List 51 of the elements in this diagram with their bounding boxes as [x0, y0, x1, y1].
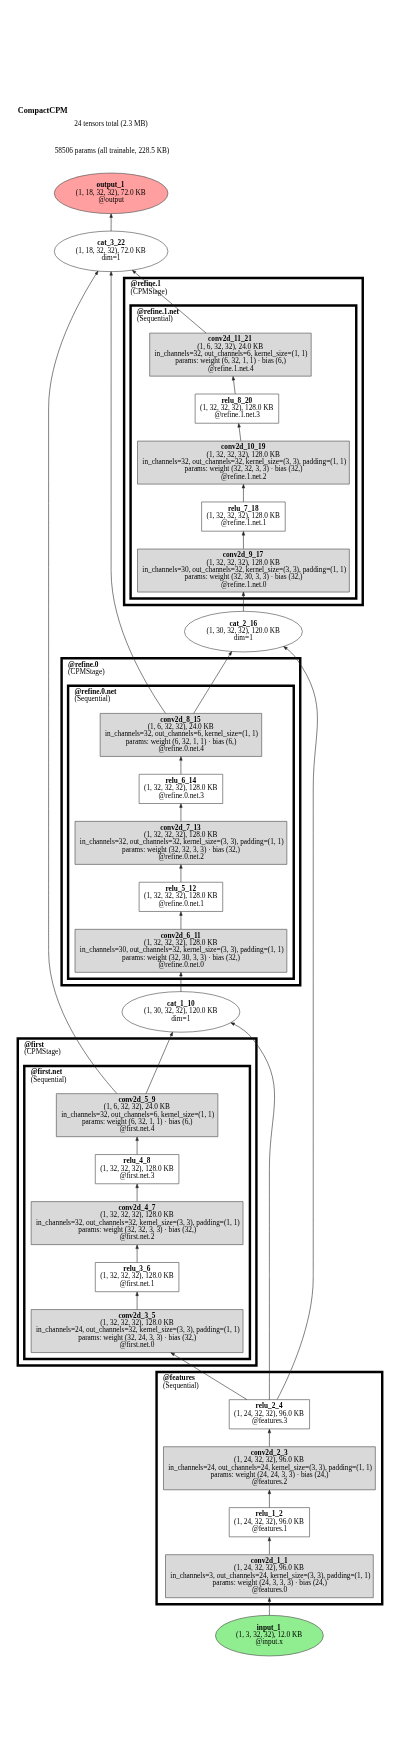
node-box: relu_2_4 (1, 24, 32, 32), 96.0 KB @features.3: [228, 1399, 310, 1430]
diagram-title: CompactCPM: [17, 106, 68, 116]
node-box: conv2d_3_5 (1, 32, 32, 32), 128.0 KB in_channels=24, out_channels=32, kernel_size=(3, 3), padding=(1, 1) params: weight (32, 24, 3, 3) · bias (32,) @first.net.0: [30, 1309, 244, 1353]
node-box: conv2d_4_7 (1, 32, 32, 32), 128.0 KB in_channels=32, out_channels=32, kernel_size=(3, 3), padding=(1, 1) params: weight (32, 32, 3, 3) · bias (32,) @first.net.2: [30, 1201, 244, 1245]
arrow: [179, 803, 183, 822]
node-box: conv2d_1_1 (1, 24, 32, 32), 96.0 KB in_channels=3, out_channels=24, kernel_size=(3, 3), padding=(1, 1) params: weight (24, 3, 3, 3) · bias (24,) @features.0: [165, 1554, 374, 1599]
arrow: [231, 376, 236, 395]
node-box: conv2d_9_17 (1, 32, 32, 32), 128.0 KB in_channels=30, out_channels=32, kernel_size=(3, 3), padding=(1, 1) params: weight (32, 30, 3, 3) · bias (32,) @refine.1.net.0: [137, 548, 350, 593]
arrow: [241, 531, 245, 550]
node-box: conv2d_6_11 (1, 32, 32, 32), 128.0 KB in_channels=30, out_channels=32, kernel_size=(3, 3), padding=(1, 1) params: weight (32, 30, 3, 3) · bias (32,) @refine.0.net.0: [74, 929, 288, 973]
arrow: [230, 1022, 275, 1400]
node-box: relu_7_18 (1, 32, 32, 32), 128.0 KB @refine.1.net.1: [201, 501, 286, 532]
node-ellipse: input_1 (1, 3, 32, 32), 12.0 KB @input.x: [215, 1615, 324, 1657]
arrow: [241, 484, 245, 502]
arrow: [135, 1136, 139, 1155]
arrow: [109, 213, 113, 232]
arrow: [237, 423, 242, 442]
node-box: conv2d_7_13 (1, 32, 32, 32), 128.0 KB in_channels=32, out_channels=32, kernel_size=(3, 3), padding=(1, 1) params: weight (32, 32, 3, 3) · bias (32,) @refine.0.net.2: [74, 821, 288, 865]
node-box: relu_6_14 (1, 32, 32, 32), 128.0 KB @refine.0.net.3: [138, 773, 224, 804]
arrow: [109, 271, 166, 714]
label: 24 tensors total (2.3 MB): [74, 118, 148, 128]
node-box: conv2d_11_21 (1, 6, 32, 32), 24.0 KB in_channels=32, out_channels=6, kernel_size=(1, 1) params: weight (6, 32, 1, 1) · bias (6,) @refine.1.net.4: [149, 332, 312, 377]
node-box: conv2d_8_15 (1, 6, 32, 32), 24.0 KB in_channels=32, out_channels=6, kernel_size=(1, 1) params: weight (6, 32, 1, 1) · bias (6,) @refine.0.net.4: [99, 713, 262, 757]
node-ellipse: output_1 (1, 18, 32, 32), 72.0 KB @output: [53, 172, 169, 214]
arrow: [276, 646, 318, 1400]
node-box: conv2d_2_3 (1, 24, 32, 32), 96.0 KB in_channels=24, out_channels=24, kernel_size=(3, 3), padding=(1, 1) params: weight (24, 24, 3, 3) · bias (24,) @features.2: [163, 1446, 376, 1491]
arrow: [267, 1489, 271, 1508]
node-box: relu_3_6 (1, 32, 32, 32), 128.0 KB @first.net.1: [94, 1262, 180, 1293]
arrow: [48, 270, 118, 1094]
node-box: relu_4_8 (1, 32, 32, 32), 128.0 KB @first.net.3: [94, 1154, 180, 1185]
arrow: [267, 1597, 271, 1616]
node-box: conv2d_5_9 (1, 6, 32, 32), 24.0 KB in_channels=32, out_channels=6, kernel_size=(1, 1) params: weight (6, 32, 1, 1) · bias (6,) @first.net.4: [56, 1093, 219, 1137]
arrow: [179, 864, 183, 883]
node-ellipse: cat_1_10 (1, 30, 32, 32), 120.0 KB dim=1: [121, 991, 241, 1033]
node-box: relu_1_2 (1, 24, 32, 32), 96.0 KB @features.1: [228, 1507, 310, 1538]
arrow: [179, 911, 183, 930]
arrow: [267, 1428, 271, 1447]
node-box: relu_5_12 (1, 32, 32, 32), 128.0 KB @refine.0.net.1: [138, 881, 224, 912]
node-box: relu_8_20 (1, 32, 32, 32), 128.0 KB @refine.1.net.3: [194, 393, 280, 424]
arrow: [170, 1352, 248, 1400]
arrow: [193, 651, 232, 714]
arrow: [135, 1183, 139, 1202]
arrow: [145, 1031, 173, 1094]
arrow: [135, 1291, 139, 1310]
arrow: [267, 1536, 271, 1555]
node-box: conv2d_10_19 (1, 32, 32, 32), 128.0 KB in_channels=32, out_channels=32, kernel_size=(3, 3), padding=(1, 1) params: weight (32, 32, 3, 3) · bias (32,) @refine.1.net.2: [137, 440, 350, 485]
arrow: [179, 972, 183, 992]
arrow: [179, 756, 183, 775]
label: 58506 params (all trainable, 228.5 KB): [54, 145, 170, 155]
arrow: [135, 1244, 139, 1263]
arrow: [241, 591, 245, 612]
